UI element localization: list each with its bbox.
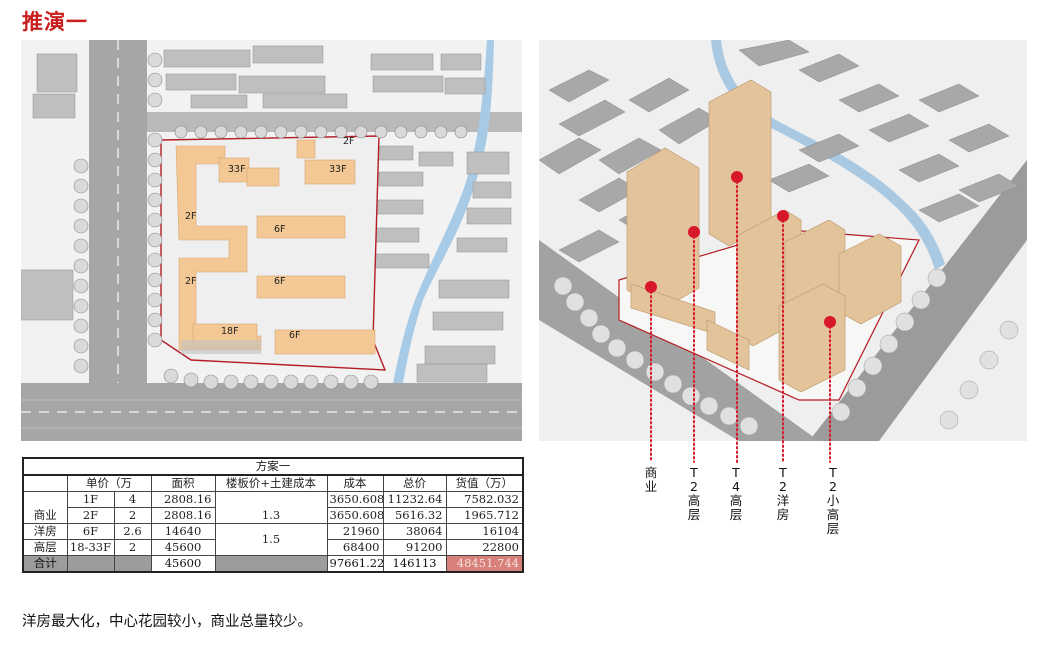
total-area: 45600 <box>150 555 216 573</box>
cell-area: 45600 <box>150 539 216 556</box>
cell-cost: 3650.608 <box>326 507 384 524</box>
header-cost: 成本 <box>326 474 384 492</box>
cell-cost: 21960 <box>326 523 384 540</box>
row-group-high-rise: 高层 <box>22 539 68 556</box>
cell-value: 22800 <box>445 539 524 556</box>
aerial-render-drawing <box>539 40 1027 441</box>
cell-unit-price: 2 <box>113 507 152 524</box>
legend-t2-mid-rise: T2小高层 <box>826 465 840 536</box>
cell-unit-price: 2 <box>113 539 152 556</box>
cell-floor: 18-33F <box>66 539 115 556</box>
floor-label-2f-mid: 2F <box>185 276 197 287</box>
floor-label-2f-top: 2F <box>343 136 355 147</box>
cost-table: 方案一 单价（万 面积 楼板价+土建成本 成本 总价 货值（万） 商业 1F 4… <box>22 457 524 573</box>
table-row: 洋房 6F 2.6 14640 1.5 21960 38064 16104 <box>22 523 524 556</box>
header-unit-price: 单价（万 <box>66 474 152 492</box>
total-value: 48451.744 <box>445 555 524 573</box>
cell-cost: 68400 <box>326 539 384 556</box>
cell-unit-price: 2.6 <box>113 523 152 540</box>
site-plan-drawing <box>21 40 522 441</box>
cell-value: 7582.032 <box>445 491 524 508</box>
floor-label-6f-a: 6F <box>274 224 286 235</box>
header-total-price: 总价 <box>382 474 447 492</box>
row-group-villa: 洋房 <box>22 523 68 540</box>
cell-floor: 1F <box>66 491 115 508</box>
aerial-render-image <box>539 40 1027 441</box>
cell-area: 2808.16 <box>150 507 216 524</box>
total-cost: 97661.22 <box>326 555 384 573</box>
header-value: 货值（万） <box>445 474 524 492</box>
cell-value: 16104 <box>445 523 524 540</box>
table-row: 高层 18-33F 2 45600 68400 91200 22800 <box>22 539 524 556</box>
total-blank-land <box>214 555 328 573</box>
floor-label-33f-b: 33F <box>329 164 347 175</box>
cell-land-cost-commercial: 1.3 <box>214 491 328 524</box>
floor-label-33f-a: 33F <box>228 164 246 175</box>
total-price: 146113 <box>382 555 447 573</box>
legend-t4-high-rise: T4高层 <box>729 465 743 522</box>
legend-t2-high-rise: T2高层 <box>687 465 701 522</box>
cell-area: 2808.16 <box>150 491 216 508</box>
total-blank-floor <box>66 555 115 573</box>
floor-label-2f-left: 2F <box>185 211 197 222</box>
cell-land-cost-residential: 1.5 <box>214 523 328 556</box>
legend-t2-villa: T2洋房 <box>776 465 790 522</box>
cell-value: 1965.712 <box>445 507 524 524</box>
table-title: 方案一 <box>22 457 524 476</box>
cell-total-price: 91200 <box>382 539 447 556</box>
floor-label-18f: 18F <box>221 326 239 337</box>
header-area: 面积 <box>150 474 216 492</box>
legend-commercial: 商业 <box>644 465 658 494</box>
total-blank-price <box>113 555 152 573</box>
cell-floor: 2F <box>66 507 115 524</box>
floor-label-6f-c: 6F <box>289 330 301 341</box>
cell-area: 14640 <box>150 523 216 540</box>
floor-label-6f-b: 6F <box>274 276 286 287</box>
cell-total-price: 5616.32 <box>382 507 447 524</box>
cell-total-price: 11232.64 <box>382 491 447 508</box>
cell-unit-price: 4 <box>113 491 152 508</box>
scheme-summary-text: 洋房最大化，中心花园较小，商业总量较少。 <box>22 614 312 630</box>
cell-total-price: 38064 <box>382 523 447 540</box>
cell-floor: 6F <box>66 523 115 540</box>
header-land-cost: 楼板价+土建成本 <box>214 474 328 492</box>
site-plan-image: 33F 33F 2F 2F 6F 6F 2F 18F 6F <box>21 40 522 441</box>
table-total-row: 合计 45600 97661.22 146113 48451.744 <box>22 555 524 573</box>
cell-cost: 3650.608 <box>326 491 384 508</box>
total-label: 合计 <box>22 555 68 573</box>
page-title: 推演一 <box>22 10 88 34</box>
header-blank <box>22 474 68 492</box>
table-row: 商业 1F 4 2808.16 1.3 3650.608 11232.64 75… <box>22 491 524 524</box>
row-group-commercial: 商业 <box>22 491 68 524</box>
